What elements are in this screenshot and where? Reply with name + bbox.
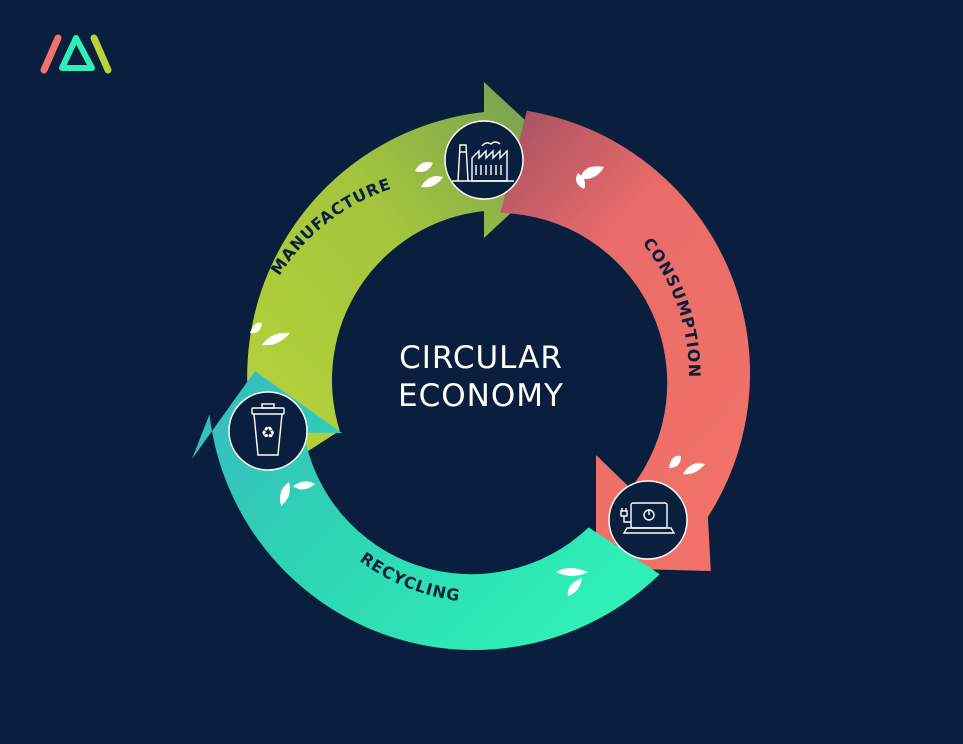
factory-icon xyxy=(444,120,524,200)
svg-text:♻: ♻ xyxy=(261,423,275,442)
leaf-icon-5 xyxy=(280,481,315,506)
recycle-bin-icon: ♻ xyxy=(228,391,308,471)
leaf-icon-3 xyxy=(250,322,290,346)
consumption-segment xyxy=(500,110,750,572)
center-title-line1: CIRCULAR xyxy=(399,340,563,376)
center-title-line2: ECONOMY xyxy=(398,378,564,414)
recycling-segment xyxy=(192,371,660,650)
leaf-icon-6 xyxy=(556,568,588,596)
leaf-icon-4 xyxy=(669,455,705,475)
leaf-icon-2 xyxy=(576,166,604,189)
computer-icon xyxy=(608,480,688,560)
leaf-icon-1 xyxy=(415,162,443,188)
brand-logo-icon xyxy=(40,34,112,74)
